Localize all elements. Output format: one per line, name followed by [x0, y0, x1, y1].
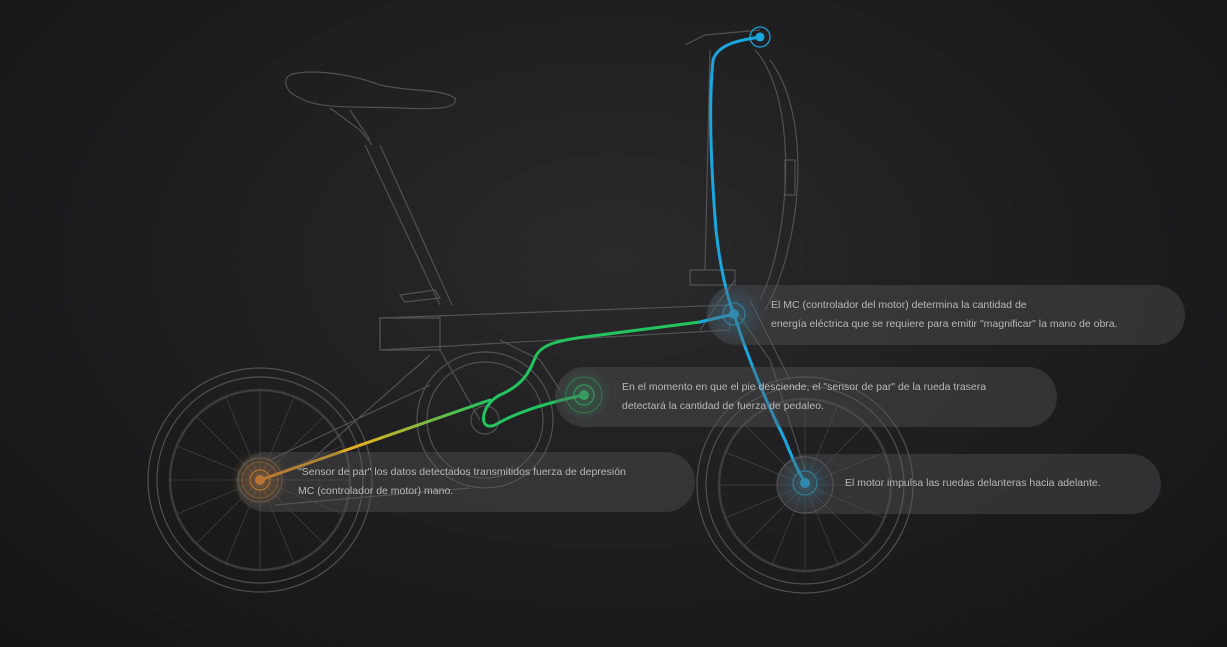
callout-line: "Sensor de par" los datos detectados tra… [298, 466, 626, 478]
front-motor-node [777, 455, 833, 511]
torque-sensor-node [230, 450, 290, 510]
pedal-signal-line [482, 312, 736, 428]
callout-line: El MC (controlador del motor) determina … [771, 299, 1027, 311]
callout-line: En el momento en que el pie desciende, e… [622, 381, 987, 393]
torque-sensor-signal-line [258, 398, 492, 482]
motor-controller-node [704, 284, 764, 344]
callout-torque-sensor: "Sensor de par" los datos detectados tra… [236, 452, 695, 512]
callout-line: MC (controlador de motor) mano. [298, 485, 454, 497]
chainring [269, 351, 554, 506]
callout-line: El motor impulsa las ruedas delanteras h… [845, 477, 1101, 489]
callout-text: "Sensor de par" los datos detectados tra… [298, 463, 626, 501]
mc-to-motor-line [709, 35, 807, 484]
pedal-sensor-node [556, 367, 612, 423]
callout-line: energía eléctrica que se requiere para e… [771, 318, 1118, 330]
handlebar-node [749, 26, 771, 48]
callout-front-motor: El motor impulsa las ruedas delanteras h… [777, 454, 1161, 514]
saddle [285, 71, 456, 146]
callout-text: En el momento en que el pie desciende, e… [622, 378, 986, 416]
callout-text: El MC (controlador del motor) determina … [771, 296, 1118, 334]
callout-pedal-force: En el momento en que el pie desciende, e… [555, 367, 1057, 427]
callout-motor-controller: El MC (controlador del motor) determina … [707, 285, 1185, 345]
callout-text: El motor impulsa las ruedas delanteras h… [845, 474, 1101, 493]
callout-line: detectará la cantidad de fuerza de pedal… [622, 400, 824, 412]
